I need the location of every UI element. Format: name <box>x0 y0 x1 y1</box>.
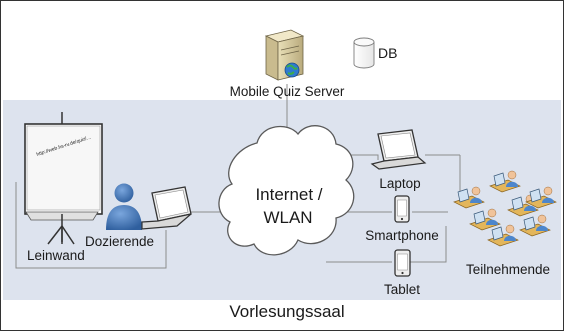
participants-group-icon <box>453 170 557 247</box>
lecturer-label: Dozierende <box>85 234 154 249</box>
lecturer-laptop-icon <box>141 186 192 230</box>
participant-desk <box>453 186 485 209</box>
database-label: DB <box>378 45 397 61</box>
participant-desk <box>519 214 551 237</box>
smartphone-icon <box>394 195 410 223</box>
laptop-label: Laptop <box>379 176 420 191</box>
smartphone-label: Smartphone <box>365 228 439 243</box>
laptop-icon <box>370 129 427 170</box>
network-label-line2: WLAN <box>263 208 312 227</box>
room-label: Vorlesungssaal <box>229 302 344 321</box>
connection-lines <box>15 84 461 269</box>
projection-screen-icon <box>24 112 103 245</box>
lecturer-person-icon <box>106 183 142 230</box>
participant-desk <box>487 224 519 247</box>
server-label: Mobile Quiz Server <box>230 84 345 99</box>
participant-desk <box>489 170 521 193</box>
participants-label: Teilnehmende <box>466 262 550 277</box>
database-icon <box>353 37 375 69</box>
network-label-line1: Internet / <box>255 185 322 204</box>
server-icon <box>264 29 305 81</box>
tablet-label: Tablet <box>384 282 420 297</box>
participant-desk <box>469 208 501 231</box>
participant-desk <box>525 186 557 209</box>
screen-label: Leinwand <box>27 248 85 263</box>
tablet-icon <box>394 249 411 277</box>
participant-desk <box>507 194 539 217</box>
cloud-icon <box>218 125 355 256</box>
